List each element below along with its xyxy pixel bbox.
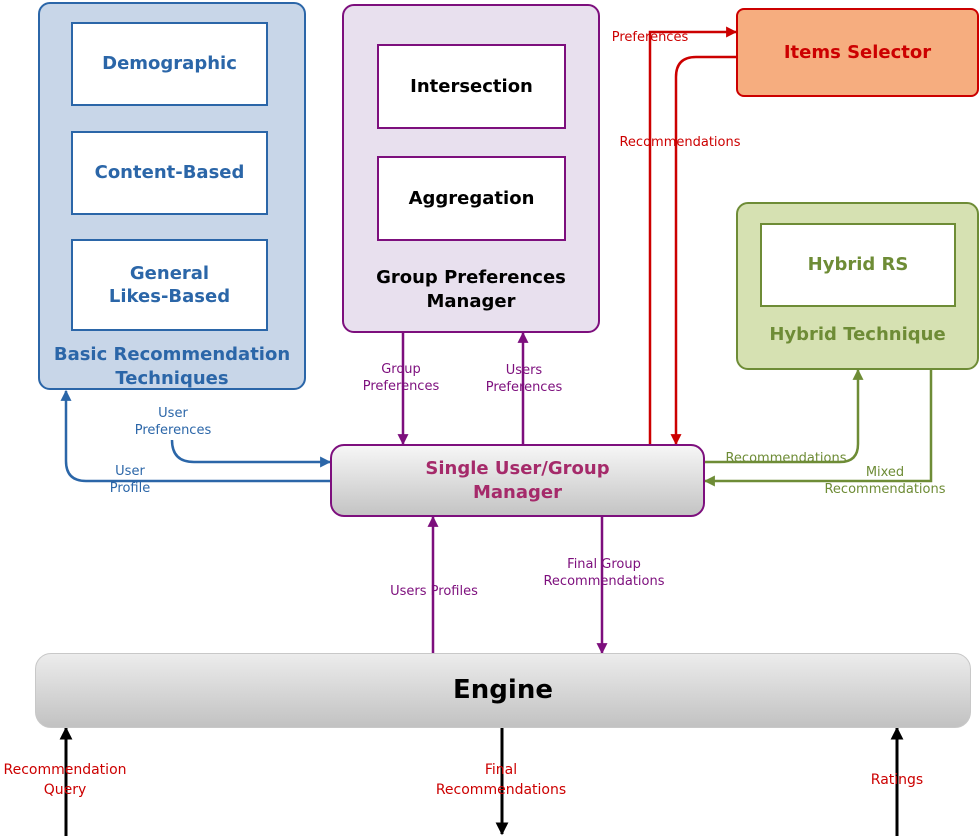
single-user-group-manager-label: Single User/Group Manager: [425, 458, 610, 503]
demographic-label: Demographic: [102, 53, 237, 75]
hybrid-rs-box: Hybrid RS: [760, 223, 956, 307]
edge-recommendations-top: [670, 55, 736, 446]
label-user-profile: User Profile: [109, 464, 151, 496]
label-preferences: Preferences: [611, 30, 689, 45]
label-final-recommendations: Final Recommendations: [435, 762, 567, 798]
label-group-preferences: Group Preferences: [362, 362, 440, 394]
hybrid-technique-title: Hybrid Technique: [769, 324, 946, 345]
general-likes-label: General Likes-Based: [108, 262, 231, 307]
items-selector-box: Items Selector: [736, 8, 979, 97]
label-recommendations-top: Recommendations: [619, 135, 741, 150]
label-user-preferences: User Preferences: [134, 406, 212, 438]
content-based-box: Content-Based: [71, 131, 268, 215]
aggregation-box: Aggregation: [377, 156, 566, 241]
basic-techniques-title: Basic Recommendation Techniques: [53, 344, 291, 389]
edge-user-preferences: [170, 439, 332, 468]
intersection-label: Intersection: [410, 75, 533, 97]
edge-preferences: [648, 26, 738, 444]
single-user-group-manager-box: Single User/Group Manager: [330, 444, 705, 517]
content-based-label: Content-Based: [94, 162, 245, 184]
demographic-box: Demographic: [71, 22, 268, 106]
items-selector-label: Items Selector: [783, 41, 932, 63]
hybrid-rs-label: Hybrid RS: [807, 254, 909, 276]
aggregation-label: Aggregation: [408, 187, 535, 209]
label-mixed-recommendations: Mixed Recommendations: [824, 465, 946, 497]
general-likes-box: General Likes-Based: [71, 239, 268, 331]
edge-user-profile: [60, 389, 330, 483]
label-ratings: Ratings: [870, 772, 924, 788]
edge-recommendations-hybrid: [705, 368, 864, 464]
label-recommendations-hybrid: Recommendations: [725, 451, 847, 466]
group-preferences-manager-title: Group Preferences Manager: [376, 267, 566, 312]
engine-box: Engine: [35, 653, 971, 728]
label-users-preferences: Users Preferences: [485, 363, 563, 395]
label-users-profiles: Users Profiles: [390, 584, 478, 599]
label-final-group-recommendations: Final Group Recommendations: [543, 557, 665, 589]
intersection-box: Intersection: [377, 44, 566, 129]
engine-label: Engine: [453, 674, 553, 705]
edge-mixed-recommendations: [703, 370, 933, 487]
label-recommendation-query: Recommendation Query: [3, 762, 127, 798]
